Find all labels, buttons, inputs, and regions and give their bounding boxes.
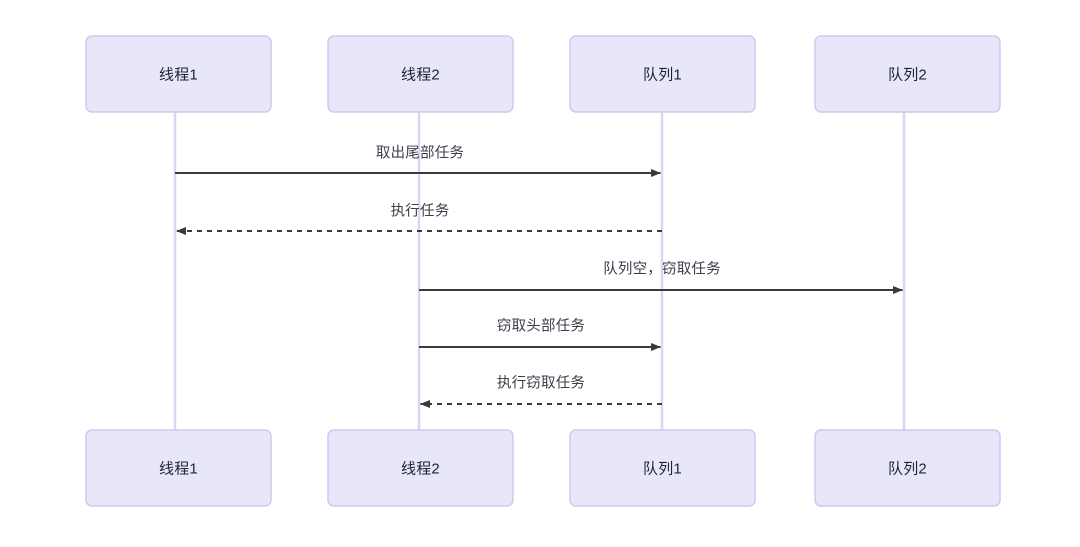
message-label-4: 窃取头部任务 [496, 318, 586, 335]
message-label-5: 执行窃取任务 [496, 375, 586, 392]
participant-label-queue2-bottom: 队列2 [888, 460, 927, 478]
message-label-3: 队列空，窃取任务 [603, 261, 721, 278]
message-label-2: 执行任务 [390, 203, 450, 220]
participant-box-thread2-top[interactable] [327, 35, 514, 113]
message-label-1: 取出尾部任务 [375, 145, 465, 162]
participant-boxes-group [85, 35, 1001, 507]
participant-box-thread2-bottom[interactable] [327, 429, 514, 507]
participant-label-queue2-top: 队列2 [888, 66, 927, 84]
participant-box-queue2-bottom[interactable] [814, 429, 1001, 507]
participant-label-thread2-top: 线程2 [401, 66, 440, 84]
message-arrows-group [175, 169, 903, 408]
participant-label-thread2-bottom: 线程2 [401, 460, 440, 478]
participant-label-thread1-top: 线程1 [159, 66, 198, 84]
participant-box-queue1-top[interactable] [569, 35, 756, 113]
lifelines-group [173, 112, 906, 430]
participant-box-queue2-top[interactable] [814, 35, 1001, 113]
participant-box-thread1-bottom[interactable] [85, 429, 272, 507]
participant-label-thread1-bottom: 线程1 [159, 460, 198, 478]
participant-box-thread1-top[interactable] [85, 35, 272, 113]
participant-label-queue1-top: 队列1 [643, 66, 682, 84]
participant-label-queue1-bottom: 队列1 [643, 460, 682, 478]
participant-box-queue1-bottom[interactable] [569, 429, 756, 507]
